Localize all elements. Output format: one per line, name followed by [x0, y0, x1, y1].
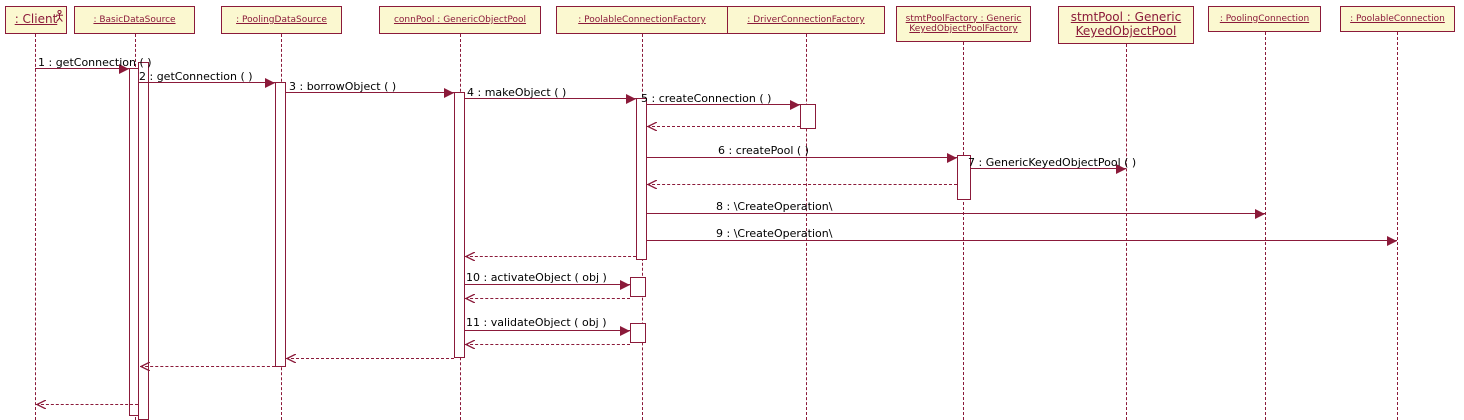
- message-line-10r[interactable]: [465, 298, 630, 299]
- message-label-6: 6 : createPool ( ): [718, 144, 809, 157]
- participant-label-poolingConnection: : PoolingConnection: [1219, 13, 1310, 24]
- message-line-7[interactable]: [971, 168, 1126, 169]
- message-arrowhead-10: [620, 279, 630, 290]
- message-line-10[interactable]: [465, 284, 630, 285]
- lifeline-driverConnFac: [806, 34, 807, 420]
- activation-bar-act-pooling-1[interactable]: [275, 82, 286, 367]
- message-line-8[interactable]: [647, 213, 1265, 214]
- message-line-11[interactable]: [465, 330, 630, 331]
- message-line-4r[interactable]: [465, 256, 636, 257]
- message-line-11r[interactable]: [465, 344, 630, 345]
- participant-label-stmtPool: stmtPool : Generic KeyedObjectPool: [1070, 10, 1182, 38]
- activation-bar-act-connpool-1[interactable]: [454, 92, 465, 358]
- message-line-9[interactable]: [647, 240, 1397, 241]
- participant-box-basicDataSource[interactable]: : BasicDataSource: [74, 6, 195, 34]
- activation-bar-act-spf-1[interactable]: [957, 155, 971, 200]
- message-label-4: 4 : makeObject ( ): [467, 86, 567, 99]
- message-arrowhead-9: [1387, 235, 1397, 246]
- message-label-7: 7 : GenericKeyedObjectPool ( ): [968, 156, 1137, 169]
- message-label-9: 9 : \CreateOperation\: [716, 227, 833, 240]
- message-line-3[interactable]: [286, 92, 454, 93]
- participant-label-poolableConnection: : PoolableConnection: [1350, 13, 1445, 24]
- activation-bar-act-pcf-3[interactable]: [630, 323, 646, 343]
- participant-box-stmtPool[interactable]: stmtPool : Generic KeyedObjectPool: [1058, 6, 1194, 44]
- participant-box-stmtPoolFactory[interactable]: stmtPoolFactory : Generic KeyedObjectPoo…: [896, 6, 1031, 42]
- participant-box-poolingConnection[interactable]: : PoolingConnection: [1208, 6, 1321, 32]
- participant-label-connPool: connPool : GenericObjectPool: [393, 14, 527, 25]
- message-arrowhead-4: [626, 93, 636, 104]
- message-line-3r[interactable]: [286, 358, 454, 359]
- message-line-4[interactable]: [465, 98, 636, 99]
- participant-label-client: : Client: [14, 12, 58, 27]
- activation-bar-act-pcf-1[interactable]: [636, 98, 647, 260]
- participant-label-driverConnFac: : DriverConnectionFactory: [747, 14, 865, 25]
- participant-box-driverConnFac[interactable]: : DriverConnectionFactory: [727, 6, 885, 34]
- participant-label-poolingDataSource: : PoolingDataSource: [236, 14, 327, 25]
- participant-box-poolableConnFac[interactable]: : PoolableConnectionFactory: [556, 6, 728, 34]
- message-label-11: 11 : validateObject ( obj ): [466, 316, 607, 329]
- message-line-2r[interactable]: [140, 366, 275, 367]
- actor-stick-figure-icon: [55, 8, 64, 22]
- message-label-5: 5 : createConnection ( ): [641, 92, 772, 105]
- message-arrowhead-2: [265, 77, 275, 88]
- activation-bar-act-dcf-1[interactable]: [800, 104, 816, 129]
- participant-box-poolingDataSource[interactable]: : PoolingDataSource: [221, 6, 342, 34]
- message-label-1: 1 : getConnection ( ): [38, 56, 152, 69]
- message-line-6[interactable]: [647, 157, 957, 158]
- message-arrowhead-11: [620, 325, 630, 336]
- lifeline-poolableConnection: [1397, 32, 1398, 420]
- participant-box-poolableConnection[interactable]: : PoolableConnection: [1340, 6, 1455, 32]
- message-label-8: 8 : \CreateOperation\: [716, 200, 833, 213]
- message-label-2: 2 : getConnection ( ): [139, 70, 253, 83]
- lifeline-poolingConnection: [1265, 32, 1266, 420]
- message-label-10: 10 : activateObject ( obj ): [466, 271, 607, 284]
- message-line-5[interactable]: [647, 104, 800, 105]
- participant-box-client[interactable]: : Client: [5, 6, 67, 34]
- message-line-1r[interactable]: [36, 404, 138, 405]
- participant-label-basicDataSource: : BasicDataSource: [93, 14, 176, 25]
- activation-bar-act-pcf-2[interactable]: [630, 277, 646, 297]
- message-arrowhead-8: [1255, 208, 1265, 219]
- lifeline-stmtPoolFactory: [963, 42, 964, 420]
- participant-label-stmtPoolFactory: stmtPoolFactory : Generic KeyedObjectPoo…: [905, 13, 1022, 34]
- message-line-1[interactable]: [35, 68, 129, 69]
- message-arrowhead-7: [1116, 163, 1126, 174]
- participant-box-connPool[interactable]: connPool : GenericObjectPool: [379, 6, 541, 34]
- lifeline-stmtPool: [1126, 44, 1127, 420]
- message-arrowhead-6: [947, 152, 957, 163]
- message-arrowhead-5: [790, 99, 800, 110]
- lifeline-client: [35, 34, 36, 420]
- message-label-3: 3 : borrowObject ( ): [289, 80, 397, 93]
- participant-label-poolableConnFac: : PoolableConnectionFactory: [578, 14, 706, 25]
- message-line-6r[interactable]: [647, 184, 957, 185]
- message-arrowhead-1: [119, 63, 129, 74]
- message-line-5r[interactable]: [647, 126, 800, 127]
- message-line-2[interactable]: [138, 82, 275, 83]
- message-arrowhead-3: [444, 87, 454, 98]
